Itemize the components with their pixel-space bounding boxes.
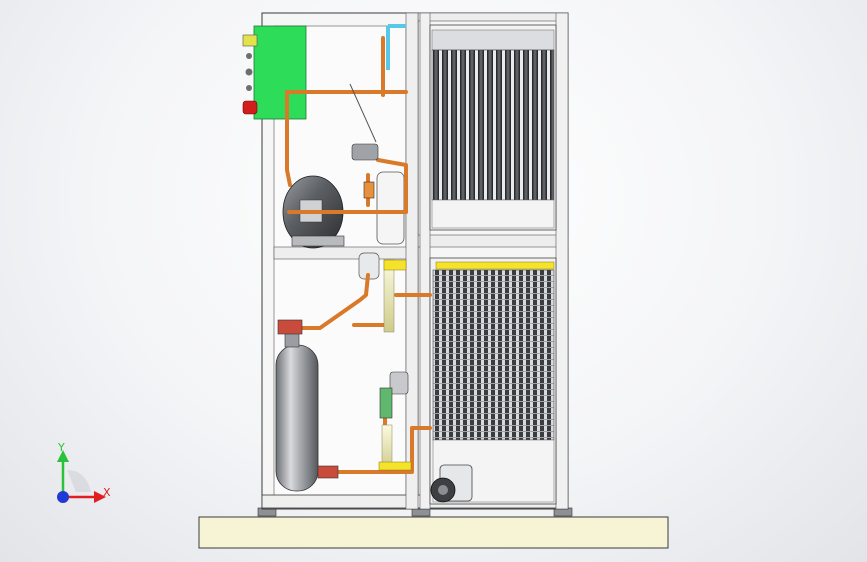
expansion-valve[interactable] — [349, 83, 379, 161]
triad-y-label: Y — [58, 441, 65, 454]
base-plate[interactable] — [198, 516, 669, 549]
service-valve[interactable] — [277, 319, 339, 479]
insulated-piping — [378, 259, 412, 471]
indicator-lamp-icon — [246, 53, 252, 59]
sight-glass[interactable] — [363, 181, 375, 199]
water-pump[interactable] — [430, 464, 473, 503]
indicator-lamp-icon — [246, 85, 252, 91]
control-panel[interactable] — [242, 25, 307, 120]
power-indicator-icon — [242, 34, 258, 47]
buffer-tank[interactable] — [275, 324, 319, 492]
liquid-receiver[interactable] — [376, 171, 405, 245]
selector-switch-icon[interactable] — [245, 68, 253, 76]
lower-condenser-coil[interactable] — [429, 257, 557, 505]
water-line — [386, 24, 406, 70]
upper-condenser-coil[interactable] — [429, 24, 557, 231]
triad-x-label: X — [103, 486, 111, 499]
emergency-stop-button[interactable] — [242, 100, 258, 115]
coordinate-triad — [57, 450, 106, 503]
solenoid-valve[interactable] — [379, 371, 409, 419]
